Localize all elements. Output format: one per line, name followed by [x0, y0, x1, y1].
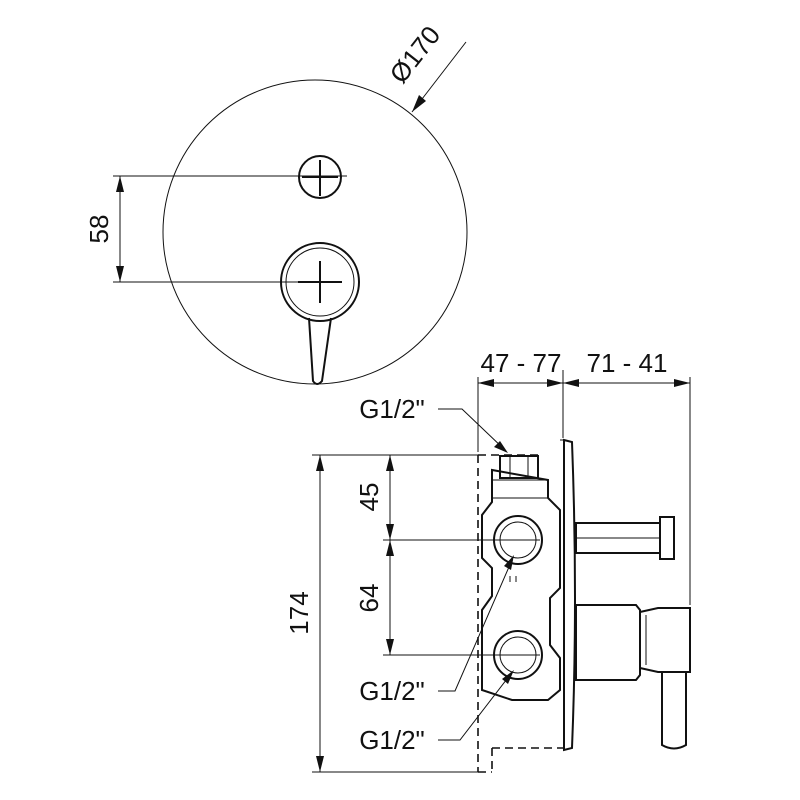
height-top-label: 45: [354, 483, 384, 512]
depth-right-label: 71 - 41: [587, 348, 668, 378]
connection-callout-mid: G1/2": [359, 555, 514, 706]
connection-callout-top: G1/2": [359, 394, 508, 453]
side-view: 47 - 77 71 - 41 174 45 64 G1/2": [284, 348, 691, 773]
connection-callout-bottom: G1/2": [359, 670, 514, 755]
height-mid-label: 64: [354, 584, 384, 613]
diverter-knob-side: [575, 516, 675, 560]
depth-left-label: 47 - 77: [481, 348, 562, 378]
cover-plate: [162, 79, 468, 385]
lever-side: [575, 604, 691, 750]
partial-height-dimension: 45 64: [354, 455, 540, 656]
mixer-lever: [280, 242, 360, 385]
diverter-knob: [298, 155, 342, 199]
spacing-label: 58: [84, 215, 114, 244]
diameter-label: Ø170: [384, 20, 447, 89]
connection-bottom-label: G1/2": [359, 725, 425, 755]
connection-top-label: G1/2": [359, 394, 425, 424]
cover-plate-side: [560, 438, 576, 752]
depth-dimension: 47 - 77 71 - 41: [477, 348, 691, 605]
total-height-dimension: 174: [284, 454, 478, 773]
spacing-dimension: 58: [84, 175, 347, 283]
valve-body: [481, 455, 561, 701]
front-view: 58 Ø170: [84, 20, 468, 385]
connection-mid-label: G1/2": [359, 676, 425, 706]
total-height-label: 174: [284, 591, 314, 634]
diameter-dimension: Ø170: [384, 20, 467, 113]
